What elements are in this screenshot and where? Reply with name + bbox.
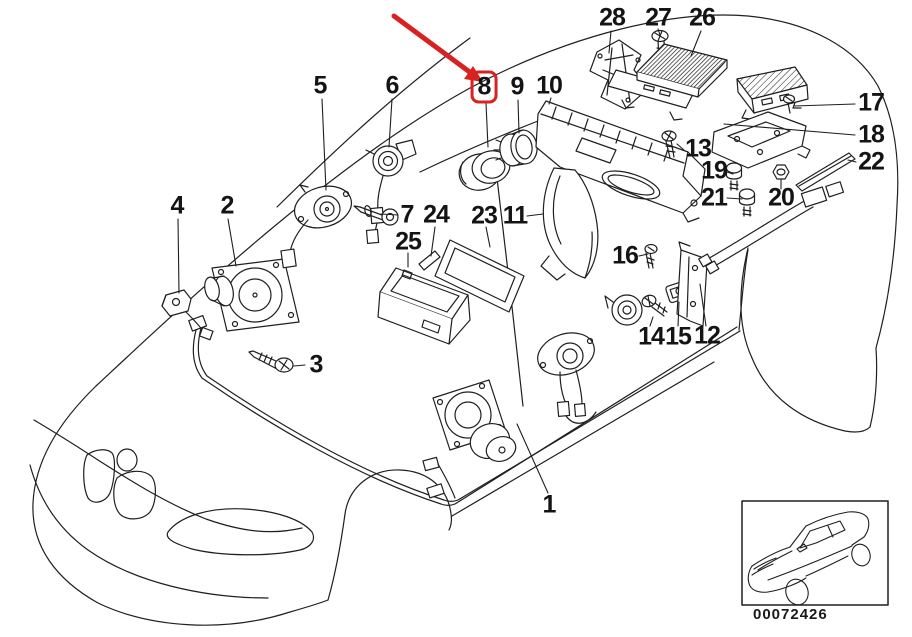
part-2-door-speaker xyxy=(204,258,300,332)
callout-7: 7 xyxy=(400,200,415,229)
callout-4: 4 xyxy=(170,191,185,220)
callout-28: 28 xyxy=(599,3,626,32)
image-code: 00072426 xyxy=(753,606,828,623)
part-11-air-duct xyxy=(540,167,599,281)
part-14-screw xyxy=(641,294,668,317)
callout-6: 6 xyxy=(385,71,400,100)
part-4-clip xyxy=(161,289,214,341)
callout-20: 20 xyxy=(768,183,795,212)
callout-11: 11 xyxy=(502,201,528,230)
thumbnail-car xyxy=(747,511,871,606)
part-7-push-pin xyxy=(353,205,399,226)
part-front-center-speaker xyxy=(422,379,517,499)
callout-16: 16 xyxy=(612,241,639,270)
part-18-mounting-tray xyxy=(711,111,811,169)
front-grille-kidneys xyxy=(83,448,156,520)
part-12-bracket xyxy=(676,241,708,327)
callout-26: 26 xyxy=(689,3,716,32)
car-body-outline xyxy=(29,14,899,626)
red-arrow-shaft xyxy=(391,13,474,76)
part-20-nut xyxy=(772,164,790,180)
headlight xyxy=(166,508,315,556)
part-26-amplifier xyxy=(607,43,728,121)
part-rear-tweeter xyxy=(604,294,643,326)
callout-13: 13 xyxy=(685,134,712,163)
part-13-screw xyxy=(661,130,677,159)
part-8-speaker-ring xyxy=(458,150,511,191)
callout-9: 9 xyxy=(510,72,525,101)
callout-8: 8 xyxy=(470,70,498,104)
callout-2: 2 xyxy=(220,191,235,220)
part-23-gasket xyxy=(434,239,525,313)
callout-3: 3 xyxy=(309,350,324,379)
part-21-bolt xyxy=(738,188,756,217)
part-25-storage-tray xyxy=(377,267,471,345)
callout-25: 25 xyxy=(395,227,422,256)
part-6-tweeter xyxy=(365,139,417,245)
callout-17: 17 xyxy=(858,88,885,117)
callout-5: 5 xyxy=(313,71,328,100)
callout-10: 10 xyxy=(536,71,563,100)
callout-18: 18 xyxy=(858,120,885,149)
callout-12: 12 xyxy=(694,321,721,350)
hood-emblem xyxy=(116,448,138,472)
part-17-screw xyxy=(782,94,796,114)
part-antenna-cable xyxy=(698,181,845,275)
callout-1: 1 xyxy=(542,490,557,519)
part-16-screw xyxy=(644,243,658,269)
thumbnail-box xyxy=(741,500,889,606)
part-9-adapter-ring xyxy=(493,129,538,167)
callout-21: 21 xyxy=(701,183,728,212)
part-19-bolt xyxy=(725,162,743,191)
part-24-pin xyxy=(418,250,441,271)
part-rear-speaker xyxy=(537,332,597,424)
part-10-dash-housing xyxy=(535,100,706,223)
callout-23: 23 xyxy=(471,201,498,230)
part-3-screw xyxy=(248,350,294,373)
red-pointer-arrow xyxy=(391,13,483,82)
callout-22: 22 xyxy=(858,147,885,176)
callout-19: 19 xyxy=(701,156,728,185)
part-5-tweeter xyxy=(280,184,353,269)
callout-15: 15 xyxy=(665,322,692,351)
part-22-trim-strip xyxy=(795,152,856,192)
callout-24: 24 xyxy=(423,200,450,229)
callout-14: 14 xyxy=(638,322,665,351)
callout-27: 27 xyxy=(645,3,672,32)
leader-lines xyxy=(177,28,857,494)
